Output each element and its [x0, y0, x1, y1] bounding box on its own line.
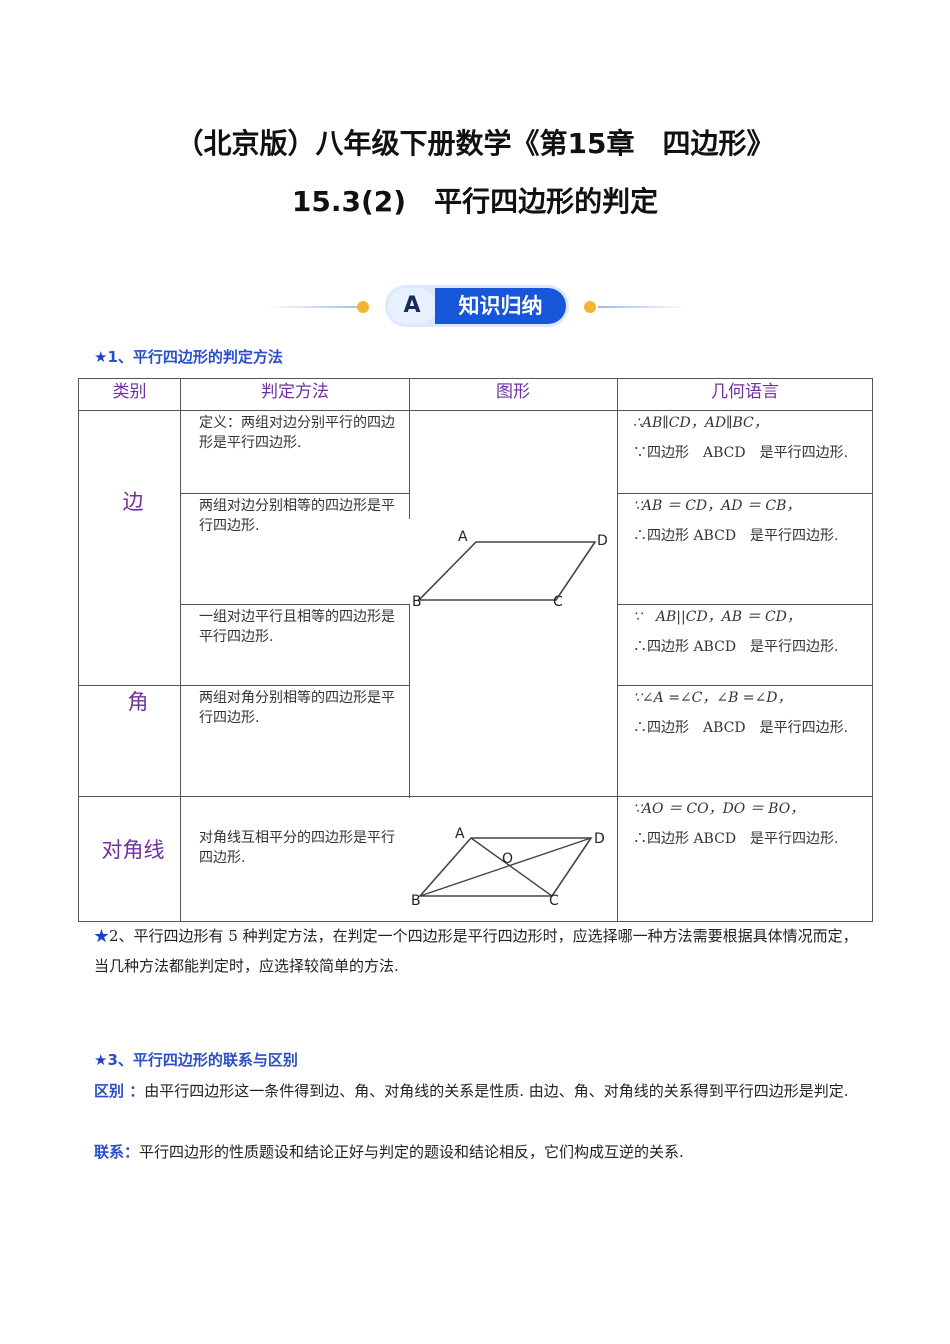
table-grid: A D B C A D B C O [78, 378, 873, 922]
parallelogram-figure: A D B C [412, 529, 608, 610]
difference-paragraph: 区别 ：由平行四边形这一条件得到边、角、对角线的关系是性质. 由边、角、对角线的… [94, 1082, 849, 1100]
figure-label-a: A [458, 529, 468, 545]
banner-label: 知识归纳 [435, 288, 566, 324]
geometry-row-3: ∵ AB||CD，AB ＝ CD， ∴四边形 ABCD 是平行四边形. [633, 609, 839, 655]
document-title: （北京版）八年级下册数学《第15章 四边形》 [175, 127, 775, 160]
star-icon: ★ [94, 1051, 108, 1069]
method-row-5: 对角线互相平分的四边形是平行四边形. [199, 830, 395, 866]
banner-line-right [598, 306, 688, 308]
document-subtitle: 15.3(2) 平行四边形的判定 [291, 185, 659, 218]
geometry-row-2: ∵AB ＝ CD，AD ＝ CB， ∴四边形 ABCD 是平行四边形. [633, 498, 839, 544]
method-row-3: 一组对边平行且相等的四边形是平行四边形. [199, 609, 395, 645]
difference-label: 区别 ： [94, 1082, 145, 1100]
method-row-1: 定义：两组对边分别平行的四边形是平行四边形. [199, 415, 395, 451]
section3-heading: ★3、平行四边形的联系与区别 [94, 1051, 298, 1069]
geometry-row-5: ∵AO ＝ CO，DO ＝ BO， ∴四边形 ABCD 是平行四边形. [633, 801, 839, 847]
section1-heading: ★1、平行四边形的判定方法 [94, 348, 283, 366]
star-icon: ★ [94, 927, 110, 945]
banner-line-left [265, 306, 365, 308]
figure-label-b: B [412, 594, 422, 610]
banner-dot-left [357, 301, 369, 313]
geometry-row-1: ∴AB∥CD，AD∥BC， ∵四边形 ABCD 是平行四边形. [633, 415, 849, 461]
star-icon: ★ [94, 348, 108, 366]
figure2-label-d: D [594, 831, 605, 847]
banner-letter: A [388, 288, 436, 324]
category-diagonal: 对角线 [101, 838, 165, 862]
header-category: 类别 [112, 382, 147, 402]
connection-label: 联系： [94, 1143, 140, 1161]
connection-paragraph: 联系：平行四边形的性质题设和结论正好与判定的题设和结论相反，它们构成互逆的关系. [94, 1143, 684, 1161]
figure-label-c: C [553, 594, 563, 610]
figure2-label-b: B [411, 893, 421, 909]
category-angle: 角 [127, 690, 149, 714]
category-side: 边 [122, 490, 144, 514]
method-row-2: 两组对边分别相等的四边形是平行四边形. [199, 498, 395, 534]
banner-dot-right [584, 301, 596, 313]
section-banner: A 知识归纳 [385, 285, 569, 327]
diagonal-parallelogram-figure: A D B C O [411, 826, 605, 909]
geometry-row-4: ∵∠A =∠C，∠B =∠D， ∴四边形 ABCD 是平行四边形. [633, 690, 849, 736]
header-geometry: 几何语言 [711, 382, 779, 402]
figure2-label-a: A [455, 826, 465, 842]
header-method: 判定方法 [261, 382, 329, 402]
header-figure: 图形 [496, 382, 530, 402]
figure2-label-c: C [549, 893, 559, 909]
figure2-label-o: O [502, 851, 513, 867]
method-row-4: 两组对角分别相等的四边形是平行四边形. [199, 690, 395, 726]
section2-paragraph: ★2、平行四边形有 5 种判定方法，在判定一个四边形是平行四边形时，应选择哪一种… [94, 927, 858, 975]
criteria-table: A D B C A D B C O 类别 判定方法 图形 几何语言 边 角 对角… [78, 378, 873, 922]
figure-label-d: D [597, 533, 608, 549]
